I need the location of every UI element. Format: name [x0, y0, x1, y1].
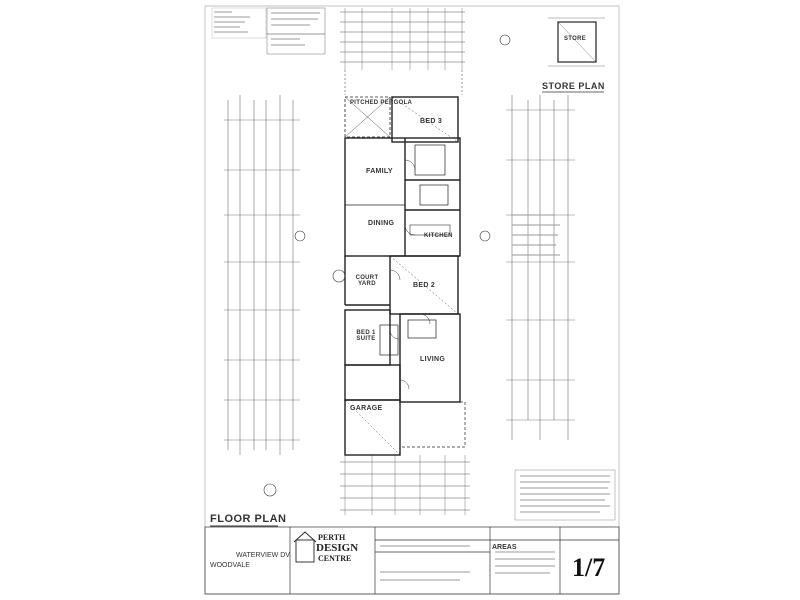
floor-plan-heading: FLOOR PLAN — [210, 513, 287, 525]
room-label-garage: GARAGE — [350, 405, 383, 412]
areas-label: AREAS — [492, 544, 517, 551]
address-line2: WOODVALE — [210, 562, 250, 569]
logo-word-centre: CENTRE — [318, 554, 352, 563]
room-label-store: STORE — [564, 36, 587, 42]
room-label-bed1-suite: BED 1 SUITE — [356, 330, 376, 342]
room-label-kitchen: KITCHEN — [424, 233, 453, 239]
address-line1: WATERVIEW DV. — [236, 552, 292, 559]
room-label-family: FAMILY — [366, 168, 393, 175]
room-label-living: LIVING — [420, 356, 446, 363]
logo-word-design: DESIGN — [316, 542, 359, 554]
room-label-bed2: BED 2 — [413, 282, 436, 289]
store-plan-heading: STORE PLAN — [542, 81, 605, 91]
room-label-dining: DINING — [368, 220, 395, 227]
logo-house-icon — [296, 540, 314, 562]
room-label-bed-top: BED 3 — [420, 118, 443, 125]
room-label-pergola: PITCHED PERGOLA — [350, 100, 413, 106]
logo-word-perth: PERTH — [318, 533, 346, 542]
room-label-court-yard: COURT YARD — [355, 275, 379, 287]
sheet-number: 1/7 — [572, 553, 606, 582]
